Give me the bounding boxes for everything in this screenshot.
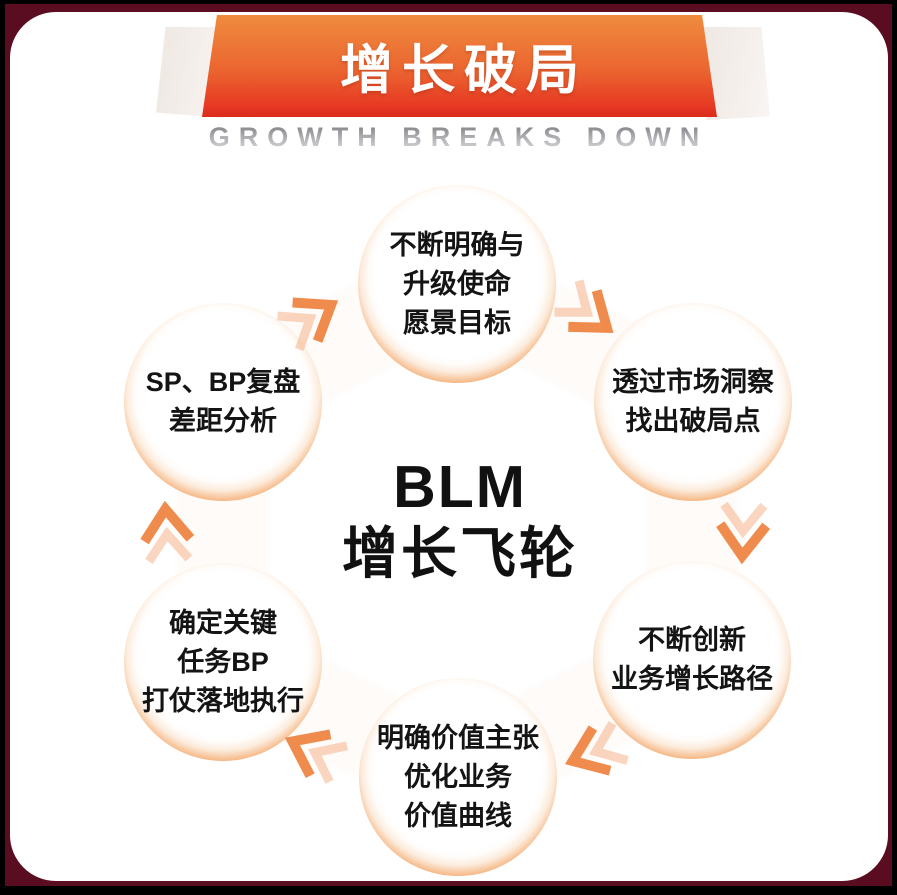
node-text-line: 打仗落地执行 (142, 685, 304, 716)
node-text-line: 不断创新 (638, 625, 746, 655)
node-key-tasks: 确定关键 任务BP 打仗落地执行 (124, 563, 322, 761)
page-title: 增长破局 (340, 41, 588, 100)
node-text-line: 找出破局点 (625, 406, 761, 436)
flow-arrow-icon (268, 276, 353, 359)
flywheel-diagram: 不断明确与 升级使命 愿景目标 透过市场洞察 找出破局点 不断创新 业务增长路径… (10, 12, 888, 881)
node-text-line: 价值曲线 (404, 800, 512, 831)
node-text-line: 优化业务 (404, 761, 512, 792)
node-text-line: 差距分析 (169, 406, 277, 436)
node-text-line: 业务增长路径 (611, 664, 773, 694)
node-text-line: 不断明确与 (389, 229, 525, 260)
node-text-line: 明确价值主张 (377, 722, 539, 753)
node-text-line: SP、BP复盘 (145, 367, 301, 397)
content-card: 增长破局 GROWTH BREAKS DOWN 不断明确与 升级使命 愿景目标 … (10, 12, 888, 881)
node-market-insight: 透过市场洞察 找出破局点 (594, 303, 792, 501)
center-label: BLM 增长飞轮 (342, 455, 578, 589)
node-text-line: 升级使命 (403, 268, 511, 299)
title-banner: 增长破局 (202, 15, 717, 117)
node-value-proposition: 明确价值主张 优化业务 价值曲线 (359, 678, 557, 876)
flow-arrow-icon (545, 270, 631, 355)
node-text-line: 确定关键 (169, 607, 277, 638)
flow-arrow-icon (713, 499, 773, 565)
node-text-line: 透过市场洞察 (612, 367, 774, 397)
page-subtitle: GROWTH BREAKS DOWN (10, 122, 897, 153)
node-sp-bp-review: SP、BP复盘 差距分析 (124, 303, 322, 501)
flow-arrow-icon (554, 713, 635, 791)
node-innovation: 不断创新 业务增长路径 (593, 561, 791, 759)
node-text-line: 任务BP (177, 646, 269, 677)
flow-arrow-icon (273, 712, 356, 792)
center-label-flywheel: 增长飞轮 (342, 522, 578, 585)
center-label-blm: BLM (393, 454, 527, 520)
node-mission: 不断明确与 升级使命 愿景目标 (358, 185, 556, 383)
node-text-line: 愿景目标 (403, 307, 511, 338)
flow-arrow-icon (136, 499, 198, 567)
